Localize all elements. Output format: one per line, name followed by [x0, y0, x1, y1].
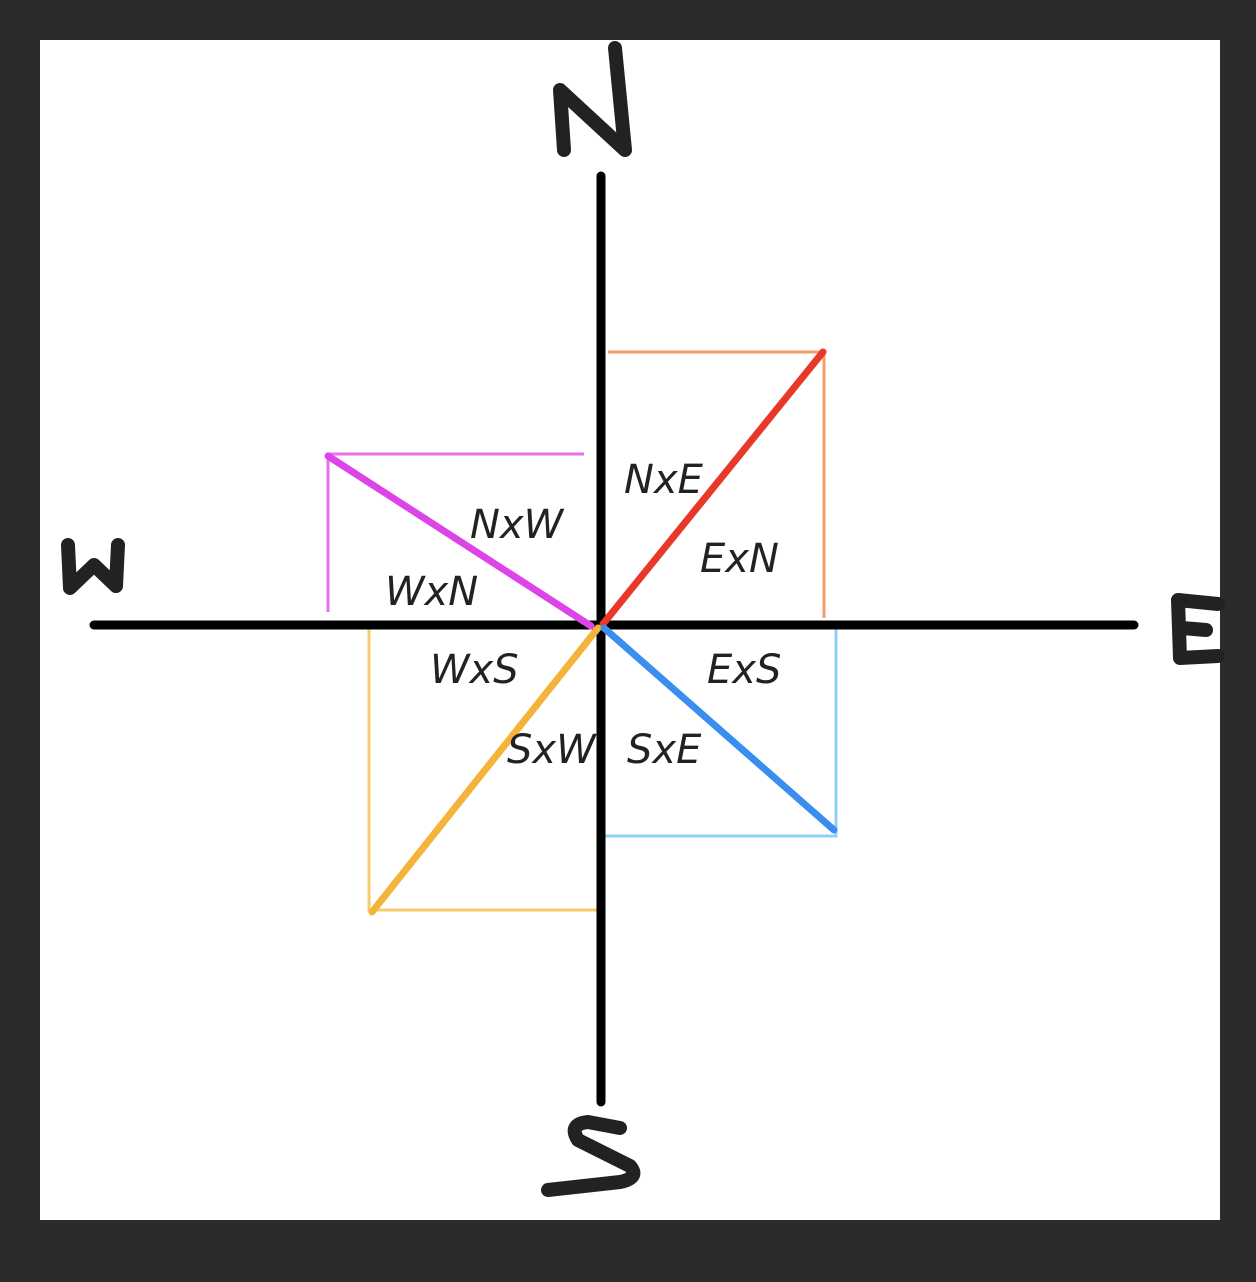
- label-nxw: NxW: [470, 502, 565, 548]
- se-vector: [600, 624, 838, 834]
- label-wxs: WxS: [430, 647, 519, 693]
- nw-vector: [324, 452, 595, 630]
- sw-vector: [368, 624, 602, 916]
- ne-vector: [599, 348, 827, 628]
- se-component-box: [604, 626, 838, 838]
- north-letter: N: [553, 41, 632, 157]
- label-sxe: SxE: [627, 727, 702, 773]
- sw-component-box: [367, 626, 598, 912]
- label-wxn: WxN: [385, 569, 478, 615]
- label-exs: ExS: [707, 647, 781, 693]
- svg-text:S: S: [592, 1159, 593, 1161]
- label-sxw: SxW: [507, 727, 597, 773]
- east-letter: E: [1171, 593, 1225, 665]
- drawing-canvas: [40, 40, 1220, 1220]
- south-letter: S: [541, 1115, 641, 1197]
- west-letter: W: [61, 538, 125, 595]
- label-nxe: NxE: [624, 457, 704, 503]
- label-exn: ExN: [700, 536, 779, 582]
